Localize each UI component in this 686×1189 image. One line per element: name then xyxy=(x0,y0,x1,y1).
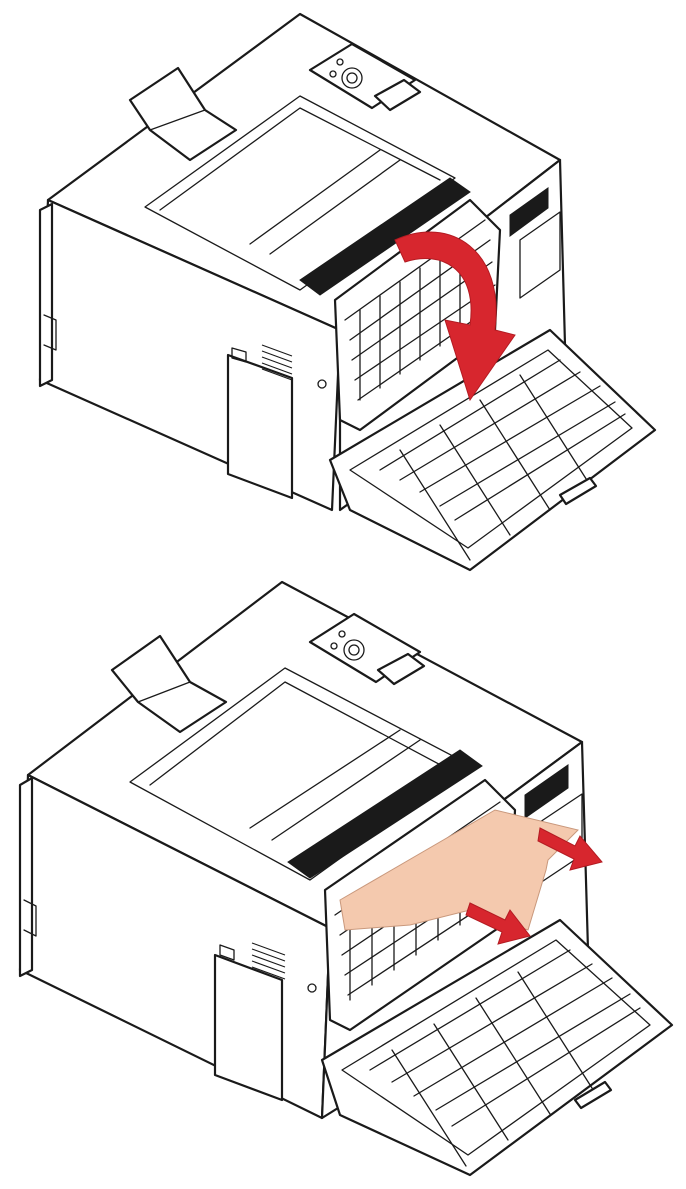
straight-arrow-right-icon xyxy=(537,827,603,871)
power-button-icon xyxy=(343,639,365,661)
fuser-vents xyxy=(299,177,471,296)
fuser-vents xyxy=(287,749,483,879)
side-cover xyxy=(213,953,284,1102)
power-button-icon xyxy=(341,67,363,89)
rear-door-open xyxy=(320,918,674,1177)
step-1-open-rear-door-illustration xyxy=(0,0,686,580)
printer-drawing-2 xyxy=(18,580,674,1177)
side-handle xyxy=(18,776,34,978)
printer-drawing-1 xyxy=(38,12,657,572)
jammed-paper-sheet xyxy=(339,809,579,931)
side-cover xyxy=(226,353,294,500)
output-tray xyxy=(144,95,456,291)
step-2-remove-jammed-paper-illustration xyxy=(0,570,686,1189)
straight-arrow-right-icon xyxy=(465,902,531,945)
side-handle xyxy=(38,202,54,388)
curved-arrow-down-icon xyxy=(394,231,516,402)
